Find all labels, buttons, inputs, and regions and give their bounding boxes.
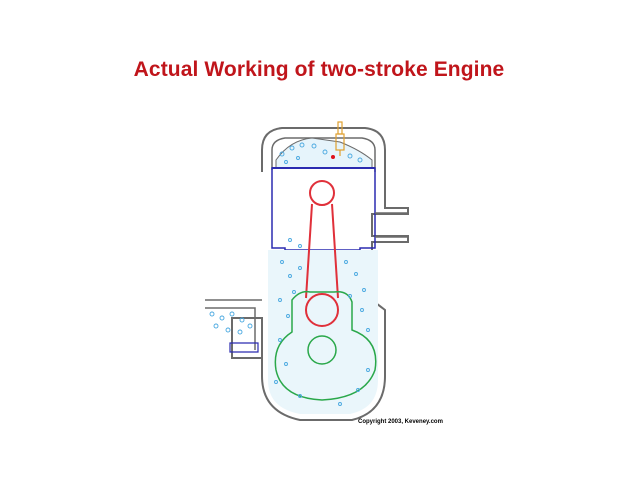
combustion-gas	[275, 137, 373, 169]
gas-bubbles	[209, 142, 370, 406]
engine-casing-inner	[271, 137, 376, 172]
crankshaft-web	[274, 290, 377, 401]
intake-valve	[229, 342, 259, 353]
crankcase-mixture	[268, 250, 378, 414]
copyright-text: Copyright 2003, Keveney.com	[358, 419, 443, 425]
slide-title: Actual Working of two-stroke Engine	[133, 58, 505, 81]
crankshaft-main	[307, 335, 337, 365]
wrist-pin	[309, 180, 335, 206]
crank-pin	[305, 293, 339, 327]
engine-casing	[231, 127, 409, 421]
transfer-port-outline	[205, 299, 262, 350]
spark-plug	[335, 121, 345, 156]
two-stroke-engine-diagram	[205, 121, 409, 421]
connecting-rod	[305, 203, 339, 299]
spark	[331, 155, 335, 159]
